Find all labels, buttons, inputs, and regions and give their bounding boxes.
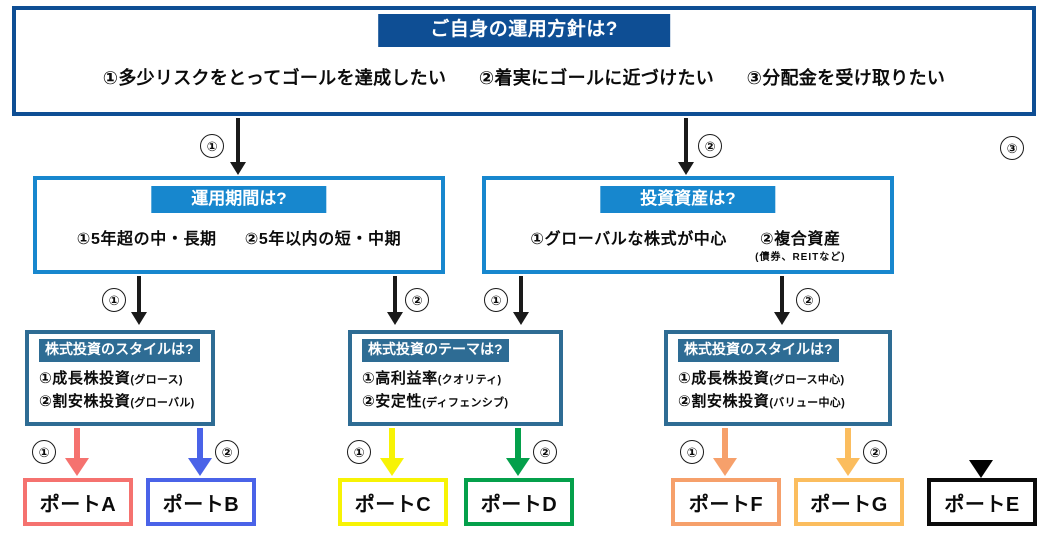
arrowhead-root-to-port-e: [969, 460, 993, 478]
leaf-3-title: 株式投資のスタイルは?: [678, 339, 839, 362]
connector-leaf-2-to-port-c: [389, 428, 395, 464]
branch-label-mid-left-2: ②: [405, 288, 429, 312]
connector-leaf-2-to-port-d: [515, 428, 521, 464]
connector-root-to-port-e: [978, 118, 984, 466]
leaf-question-box-3: 株式投資のスタイルは? ①成長株投資(グロース中心) ②割安株投資(バリュー中心…: [664, 330, 892, 426]
portfolio-box-b[interactable]: ポートB: [146, 478, 256, 526]
leaf-1-option-1-main: ①成長株投資: [39, 370, 131, 387]
arrowhead-leaf-3-to-port-g: [836, 458, 860, 476]
leaf-2-title: 株式投資のテーマは?: [362, 339, 509, 362]
portfolio-box-d[interactable]: ポートD: [464, 478, 574, 526]
mid-left-title: 運用期間は?: [151, 186, 327, 214]
branch-label-leaf-3-option-1: ①: [680, 440, 704, 464]
arrowhead-leaf-2-to-port-c: [380, 458, 404, 476]
leaf-1-option-2-main: ②割安株投資: [39, 393, 131, 411]
connector-leaf-1-to-port-a: [74, 428, 80, 464]
leaf-1-options: ①成長株投資(グロース) ②割安株投資(グローバル): [39, 367, 195, 414]
portfolio-box-c[interactable]: ポートC: [338, 478, 448, 526]
portfolio-box-e[interactable]: ポートE: [927, 478, 1037, 526]
root-question-title: ご自身の運用方針は?: [378, 14, 670, 47]
root-option-2[interactable]: ②着実にゴールに近づけたい: [478, 68, 715, 88]
arrowhead-mid-left-to-leaf-2: [387, 312, 403, 325]
leaf-3-option-2[interactable]: ②割安株投資(バリュー中心): [678, 390, 845, 413]
mid-left-option-2[interactable]: ②5年以内の短・中期: [244, 231, 402, 248]
arrowhead-root-to-mid-right: [678, 162, 694, 175]
connector-mid-right-to-leaf-style: [780, 276, 784, 314]
leaf-2-option-1-sub: (クオリティ): [437, 374, 502, 386]
leaf-1-option-2[interactable]: ②割安株投資(グローバル): [39, 390, 195, 413]
mid-right-option-2-main: ②複合資産: [760, 231, 841, 248]
root-option-3[interactable]: ③分配金を受け取りたい: [746, 68, 946, 88]
leaf-2-option-2-main: ②安定性: [362, 393, 423, 411]
leaf-2-option-2[interactable]: ②安定性(ディフェンシブ): [362, 390, 508, 413]
connector-mid-left-to-leaf-2: [393, 276, 397, 314]
connector-leaf-1-to-port-b: [197, 428, 203, 464]
branch-label-leaf-1-option-2: ②: [215, 440, 239, 464]
portfolio-box-g[interactable]: ポートG: [794, 478, 904, 526]
connector-root-to-mid-left: [236, 118, 240, 164]
branch-label-mid-right-2: ②: [796, 288, 820, 312]
leaf-3-option-1-sub: (グロース中心): [769, 374, 845, 386]
connector-mid-left-to-leaf-1: [137, 276, 141, 314]
arrowhead-leaf-3-to-port-f: [713, 458, 737, 476]
mid-right-option-1[interactable]: ①グローバルな株式が中心: [530, 231, 728, 248]
mid-right-title: 投資資産は?: [600, 186, 776, 214]
connector-root-to-mid-right: [684, 118, 688, 164]
mid-right-option-2-sub: (債券、REITなど): [755, 252, 846, 263]
branch-label-mid-left-1: ①: [102, 288, 126, 312]
branch-label-mid-right-1: ①: [484, 288, 508, 312]
arrowhead-mid-right-to-leaf-style: [774, 312, 790, 325]
portfolio-box-f[interactable]: ポートF: [671, 478, 781, 526]
leaf-3-options: ①成長株投資(グロース中心) ②割安株投資(バリュー中心): [678, 367, 845, 414]
root-question-box: ご自身の運用方針は? ①多少リスクをとってゴールを達成したい ②着実にゴールに近…: [12, 6, 1036, 116]
leaf-question-box-1: 株式投資のスタイルは? ①成長株投資(グロース) ②割安株投資(グローバル): [25, 330, 215, 426]
leaf-3-option-1-main: ①成長株投資: [678, 370, 770, 387]
arrowhead-leaf-1-to-port-b: [188, 458, 212, 476]
leaf-3-option-1[interactable]: ①成長株投資(グロース中心): [678, 367, 845, 390]
root-option-1[interactable]: ①多少リスクをとってゴールを達成したい: [102, 68, 447, 88]
arrowhead-mid-left-to-leaf-1: [131, 312, 147, 325]
leaf-2-options: ①高利益率(クオリティ) ②安定性(ディフェンシブ): [362, 367, 508, 414]
branch-label-root-to-port-e: ③: [1000, 136, 1024, 160]
mid-question-box-period: 運用期間は? ①5年超の中・長期 ②5年以内の短・中期: [33, 176, 445, 274]
arrowhead-leaf-2-to-port-d: [506, 458, 530, 476]
leaf-1-option-2-sub: (グローバル): [130, 397, 195, 410]
leaf-2-option-1-main: ①高利益率: [362, 370, 438, 387]
branch-label-root-to-mid-right: ②: [698, 134, 722, 158]
mid-right-options-row: ①グローバルな株式が中心 ②複合資産 (債券、REITなど): [486, 225, 890, 263]
branch-label-leaf-2-option-2: ②: [533, 440, 557, 464]
portfolio-box-a[interactable]: ポートA: [23, 478, 133, 526]
leaf-1-title: 株式投資のスタイルは?: [39, 339, 200, 362]
leaf-3-option-2-sub: (バリュー中心): [769, 397, 846, 410]
arrowhead-mid-right-to-leaf-3: [513, 312, 529, 325]
mid-question-box-assets: 投資資産は? ①グローバルな株式が中心 ②複合資産 (債券、REITなど): [482, 176, 894, 274]
branch-label-leaf-2-option-1: ①: [347, 440, 371, 464]
branch-label-leaf-1-option-1: ①: [32, 440, 56, 464]
leaf-1-option-1[interactable]: ①成長株投資(グロース): [39, 367, 195, 390]
root-options-row: ①多少リスクをとってゴールを達成したい ②着実にゴールに近づけたい ③分配金を受…: [16, 64, 1032, 90]
connector-leaf-3-to-port-g: [845, 428, 851, 464]
mid-right-option-2[interactable]: ②複合資産 (債券、REITなど): [755, 225, 845, 263]
connector-mid-right-to-leaf-3: [519, 276, 523, 314]
leaf-question-box-2: 株式投資のテーマは? ①高利益率(クオリティ) ②安定性(ディフェンシブ): [348, 330, 563, 426]
leaf-2-option-1[interactable]: ①高利益率(クオリティ): [362, 367, 508, 390]
arrowhead-root-to-mid-left: [230, 162, 246, 175]
mid-left-option-1[interactable]: ①5年超の中・長期: [76, 231, 217, 248]
branch-label-root-to-mid-left: ①: [200, 134, 224, 158]
connector-leaf-3-to-port-f: [722, 428, 728, 464]
mid-left-options-row: ①5年超の中・長期 ②5年以内の短・中期: [37, 225, 441, 249]
arrowhead-leaf-1-to-port-a: [65, 458, 89, 476]
branch-label-leaf-3-option-2: ②: [863, 440, 887, 464]
leaf-1-option-1-sub: (グロース): [130, 374, 183, 386]
leaf-3-option-2-main: ②割安株投資: [678, 393, 770, 411]
leaf-2-option-2-sub: (ディフェンシブ): [422, 397, 509, 410]
